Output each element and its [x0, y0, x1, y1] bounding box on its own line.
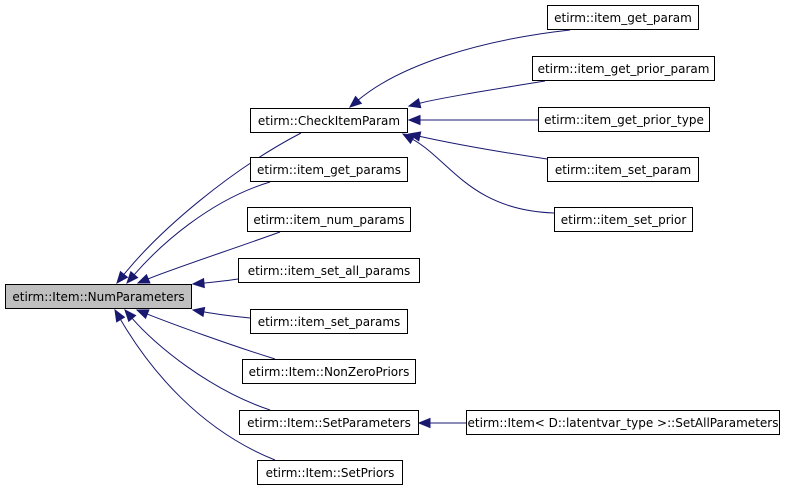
arrowhead-icon — [116, 270, 129, 285]
node-item-numparameters[interactable]: etirm::Item::NumParameters — [5, 284, 192, 309]
arrowhead-icon — [124, 308, 137, 323]
arrowhead-icon — [401, 133, 416, 145]
node-setallparameters[interactable]: etirm::Item< D::latentvar_type >::SetAll… — [466, 410, 780, 435]
edge-item-set-prior-to-check-item-param — [412, 138, 555, 214]
arrowhead-icon — [114, 308, 126, 323]
node-setparameters[interactable]: etirm::Item::SetParameters — [239, 410, 419, 435]
arrowhead-icon — [191, 277, 205, 289]
arrowhead-icon — [126, 270, 139, 284]
edge-check-item-param-to-root — [123, 132, 302, 275]
edge-item-get-prior-param-to-check-item-param — [419, 80, 546, 104]
arrowhead-icon — [348, 95, 363, 108]
node-item-num-params[interactable]: etirm::item_num_params — [247, 207, 411, 232]
node-item-set-prior[interactable]: etirm::item_set_prior — [554, 207, 693, 232]
edge-set-priors-to-root — [120, 319, 276, 461]
arrowhead-icon — [417, 417, 431, 429]
node-item-get-prior-param[interactable]: etirm::item_get_prior_param — [532, 56, 715, 81]
edge-non-zero-priors-to-root — [147, 313, 276, 360]
node-item-get-prior-type[interactable]: etirm::item_get_prior_type — [538, 107, 710, 132]
edge-item-get-params-to-root — [133, 181, 271, 276]
node-setpriors[interactable]: etirm::Item::SetPriors — [257, 460, 403, 485]
edge-item-set-params-to-root — [203, 311, 251, 319]
edge-item-set-param-to-check-item-param — [419, 135, 548, 160]
arrowhead-icon — [407, 114, 421, 126]
node-item-get-params[interactable]: etirm::item_get_params — [250, 157, 408, 182]
node-item-set-params[interactable]: etirm::item_set_params — [250, 309, 408, 334]
arrowhead-icon — [407, 98, 422, 109]
node-item-get-param[interactable]: etirm::item_get_param — [547, 5, 699, 30]
arrowhead-icon — [136, 273, 151, 284]
edge-set-parameters-to-root — [131, 318, 271, 411]
arrowhead-icon — [135, 309, 150, 320]
edge-item-set-all-params-to-root — [203, 278, 239, 284]
edge-item-get-param-to-check-item-param — [358, 29, 571, 101]
arrowhead-icon — [191, 306, 206, 318]
node-checkitemparam[interactable]: etirm::CheckItemParam — [250, 108, 408, 133]
node-item-set-param[interactable]: etirm::item_set_param — [547, 157, 699, 182]
node-nonzeropriors[interactable]: etirm::Item::NonZeroPriors — [242, 359, 416, 384]
node-item-set-all-params[interactable]: etirm::item_set_all_params — [238, 258, 420, 283]
edge-item-num-params-to-root — [148, 231, 281, 280]
